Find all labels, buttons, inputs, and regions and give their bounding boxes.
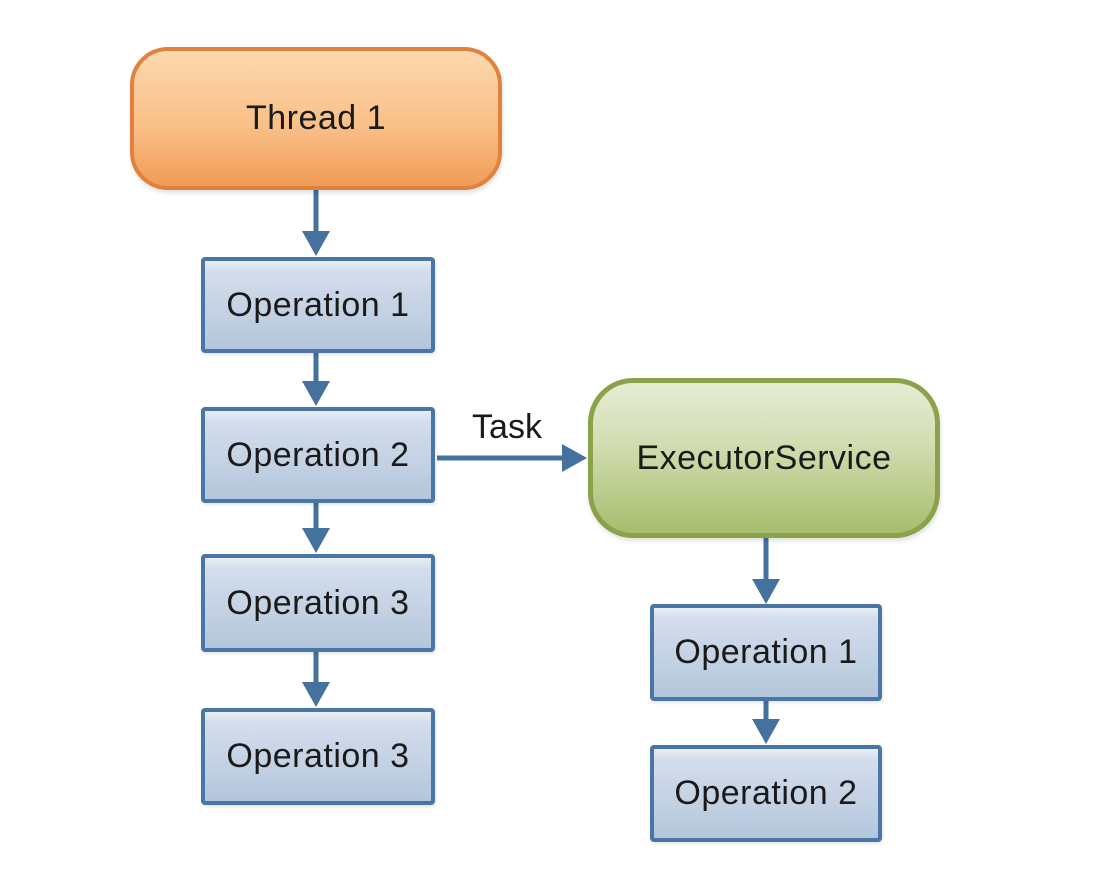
- arrow-operation3a-to-operation3b: [302, 652, 330, 707]
- node-left-operation-3a-label: Operation 3: [226, 583, 410, 622]
- node-right-operation-2: Operation 2: [650, 745, 882, 842]
- node-left-operation-3a: Operation 3: [201, 554, 435, 652]
- arrow-operation1-to-operation2-right: [752, 701, 780, 744]
- node-thread-1-label: Thread 1: [245, 99, 387, 137]
- node-left-operation-2: Operation 2: [201, 407, 435, 503]
- node-thread-1: Thread 1: [130, 47, 502, 190]
- node-executorservice-label: ExecutorService: [636, 438, 892, 477]
- arrow-operation1-to-operation2: [302, 353, 330, 406]
- node-executorservice: ExecutorService: [588, 378, 940, 538]
- node-left-operation-1: Operation 1: [201, 257, 435, 353]
- arrow-thread1-to-operation1: [302, 190, 330, 256]
- arrow-executorservice-to-operation1: [752, 538, 780, 604]
- node-left-operation-1-label: Operation 1: [226, 285, 410, 324]
- node-left-operation-3b-label: Operation 3: [226, 737, 410, 775]
- node-right-operation-1-label: Operation 1: [674, 633, 858, 671]
- node-right-operation-2-label: Operation 2: [674, 774, 858, 812]
- node-left-operation-2-label: Operation 2: [226, 435, 410, 474]
- edge-label-task: Task: [472, 408, 542, 446]
- node-right-operation-1: Operation 1: [650, 604, 882, 701]
- arrow-operation2-to-executorservice: [437, 444, 587, 472]
- arrow-operation2-to-operation3a: [302, 503, 330, 553]
- node-left-operation-3b: Operation 3: [201, 708, 435, 805]
